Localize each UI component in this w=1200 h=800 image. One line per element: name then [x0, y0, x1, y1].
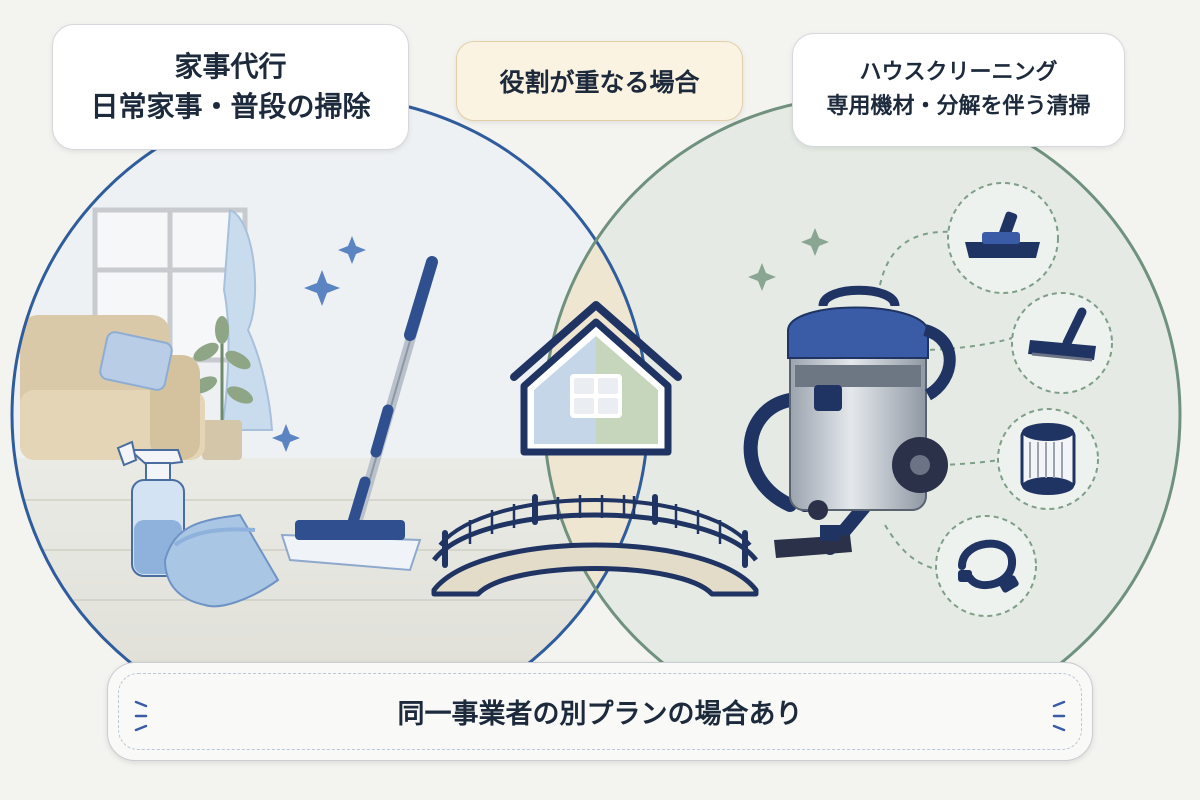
- mop-icon: [280, 256, 438, 572]
- right-card-subtitle: 専用機材・分解を伴う清掃: [826, 94, 1091, 119]
- decorative-dash-icon: [1052, 700, 1066, 732]
- sparkle-icon: [748, 263, 776, 291]
- vacuum-icon: [743, 285, 956, 558]
- right-circle-contents: [743, 182, 1113, 617]
- left-label-card: 家事代行 日常家事・普段の掃除: [52, 24, 409, 150]
- floor-nozzle-icon: [947, 182, 1059, 294]
- curtain: [220, 208, 274, 431]
- note-banner-text: 同一事業者の別プランの場合あり: [397, 699, 803, 730]
- cloth-icon: [163, 513, 280, 608]
- hose-icon: [935, 515, 1037, 617]
- right-label-card: ハウスクリーニング 専用機材・分解を伴う清掃: [792, 33, 1125, 147]
- sparkle-icon: [272, 424, 300, 452]
- note-banner-inner: 同一事業者の別プランの場合あり: [118, 673, 1082, 750]
- left-card-subtitle: 日常家事・普段の掃除: [90, 90, 371, 123]
- center-card-label: 役割が重なる場合: [499, 68, 700, 97]
- sparkle-icon: [801, 228, 829, 256]
- squeegee-nozzle-icon: [1011, 292, 1113, 394]
- house-icon: [510, 301, 682, 456]
- sofa: [20, 315, 205, 460]
- center-label-card: 役割が重なる場合: [456, 41, 743, 121]
- sparkle-icon: [338, 236, 366, 264]
- filter-icon: [997, 408, 1099, 510]
- left-card-title: 家事代行: [174, 50, 287, 83]
- bridge-icon: [431, 494, 759, 597]
- right-card-title: ハウスクリーニング: [859, 60, 1058, 85]
- decorative-dash-icon: [134, 700, 148, 732]
- sparkle-icon: [304, 270, 340, 306]
- note-banner: 同一事業者の別プランの場合あり: [107, 662, 1093, 761]
